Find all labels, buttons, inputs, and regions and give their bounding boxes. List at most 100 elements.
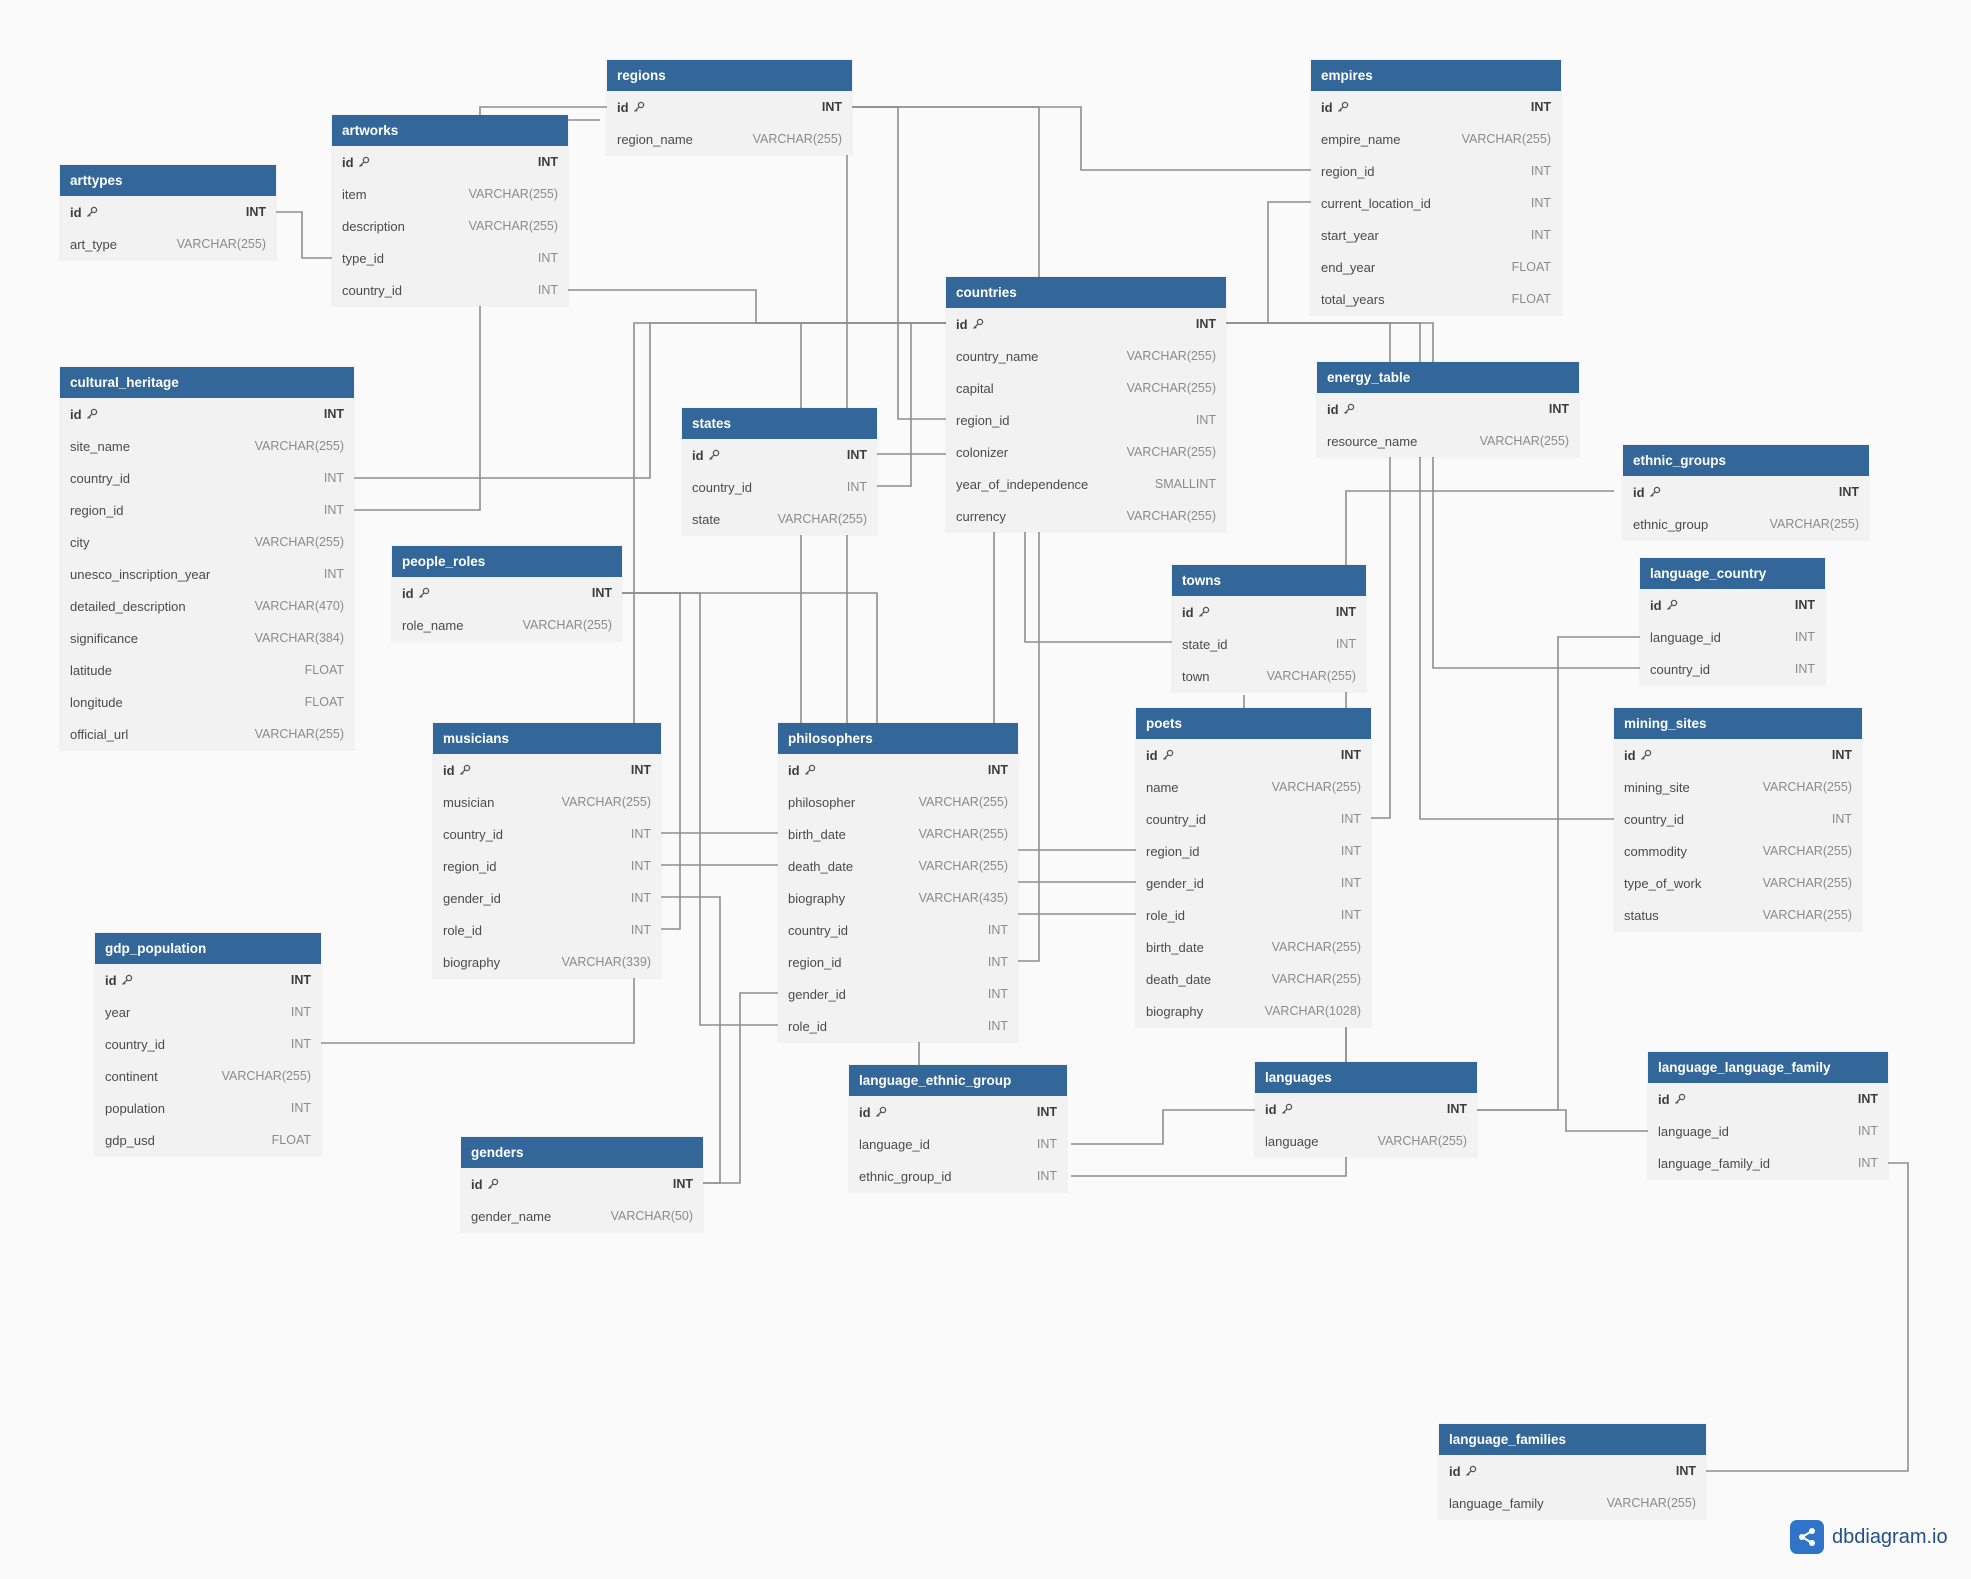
table-header[interactable]: musicians (433, 723, 661, 754)
dbdiagram-brand[interactable]: dbdiagram.io (1790, 1520, 1948, 1554)
table-header[interactable]: languages (1255, 1062, 1477, 1093)
table-header[interactable]: language_country (1640, 558, 1825, 589)
table-header[interactable]: gdp_population (95, 933, 321, 964)
table-header[interactable]: countries (946, 277, 1226, 308)
table-header[interactable]: poets (1136, 708, 1371, 739)
table-header[interactable]: language_language_family (1648, 1052, 1888, 1083)
table-header[interactable]: energy_table (1317, 362, 1579, 393)
table-header[interactable]: language_ethnic_group (849, 1065, 1067, 1096)
table-header[interactable]: regions (607, 60, 852, 91)
table-header[interactable]: cultural_heritage (60, 367, 354, 398)
table-header[interactable]: genders (461, 1137, 703, 1168)
table-header[interactable]: arttypes (60, 165, 276, 196)
table-header[interactable]: people_roles (392, 546, 622, 577)
table-header[interactable]: empires (1311, 60, 1561, 91)
table-header[interactable]: language_families (1439, 1424, 1706, 1455)
table-header[interactable]: ethnic_groups (1623, 445, 1869, 476)
